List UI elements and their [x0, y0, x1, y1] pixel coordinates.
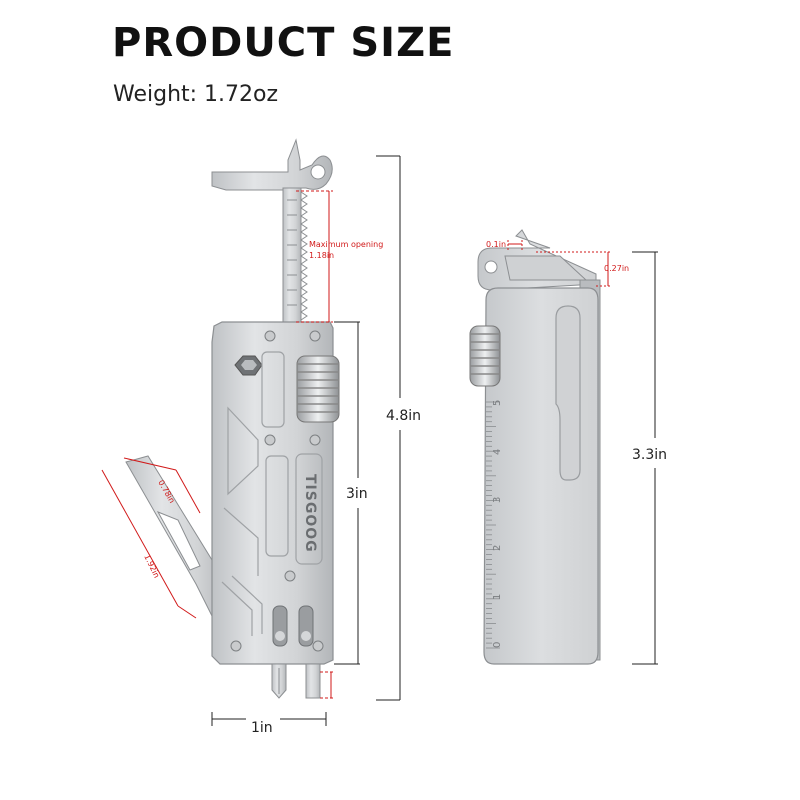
screwdriver-bits	[271, 663, 321, 699]
multitool-front: TISGOOG	[125, 138, 340, 699]
ruler-number-0: 0	[492, 642, 503, 648]
multitool-side: 5 4 3 2 1 0	[469, 229, 601, 665]
max-opening-label: Maximum opening	[309, 240, 383, 249]
tip-height-dimension: 0.27in	[536, 251, 629, 287]
page-title: PRODUCT SIZE	[112, 20, 455, 66]
ruler-number-1: 1	[492, 594, 503, 600]
width-label: 1in	[251, 720, 273, 736]
brand-label: TISGOOG	[302, 474, 318, 553]
tip-width-dimension: 0.1in	[486, 240, 523, 252]
tip-width-label: 0.1in	[486, 240, 506, 249]
ruler-scale	[486, 401, 500, 649]
ruler-number-5: 5	[492, 400, 503, 406]
ruler-number-4: 4	[492, 449, 503, 455]
blade-length-label: 1.92in	[142, 553, 161, 580]
width-dimension: 1in	[211, 712, 327, 736]
side-length-dimension: 3.3in	[632, 251, 667, 665]
caliper-slider	[282, 187, 308, 327]
max-opening-value: 1.18in	[309, 251, 334, 260]
total-length-label: 4.8in	[386, 408, 421, 424]
ruler-number-2: 2	[492, 545, 503, 551]
max-opening-dimension: Maximum opening 1.18in	[296, 190, 383, 323]
total-length-dimension: 4.8in	[376, 155, 421, 701]
ruler-number-3: 3	[492, 497, 503, 503]
body-length-label: 3in	[346, 486, 368, 502]
utility-blade	[125, 455, 229, 621]
side-length-label: 3.3in	[632, 447, 667, 463]
tool-body: TISGOOG	[211, 321, 340, 665]
body-length-dimension: 3in	[334, 321, 368, 665]
side-thumb-wheel	[469, 325, 501, 387]
weight-label: Weight: 1.72oz	[113, 82, 279, 107]
caliper-jaw	[211, 138, 333, 191]
knurled-thumb-wheel	[296, 355, 340, 423]
bit-extension-dimension	[320, 671, 334, 699]
tip-height-label: 0.27in	[604, 264, 629, 273]
